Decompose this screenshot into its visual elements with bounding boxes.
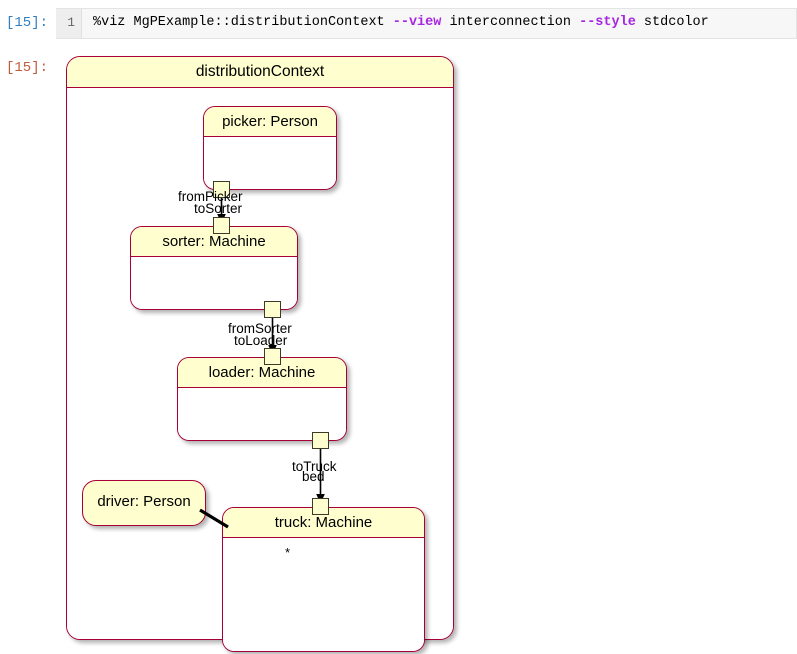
node-driver-label: driver: Person [97, 493, 191, 510]
connector-driver-to-truck [199, 508, 234, 536]
node-sorter-body [131, 257, 297, 309]
node-loader[interactable]: loader: Machine [177, 357, 347, 441]
edge-label-fromSorter: fromSorter [228, 321, 292, 336]
output-prompt-label: [15]: [6, 60, 49, 76]
node-driver[interactable]: driver: Person [82, 480, 206, 526]
interconnection-diagram: distributionContext picker: Person sorte… [0, 44, 797, 654]
code-token-flag-view: --view [392, 15, 442, 30]
line-number: 1 [67, 15, 75, 30]
code-token-flag-style: --style [579, 15, 636, 30]
node-sorter[interactable]: sorter: Machine [130, 226, 298, 310]
edge-label-toSorter: toSorter [194, 201, 243, 216]
edge-label-bed: bed [302, 469, 325, 484]
code-editor[interactable]: 1 %viz MgPExample::distributionContext -… [56, 8, 797, 39]
node-loader-body [178, 388, 346, 440]
code-token-view-value: interconnection [441, 15, 580, 30]
port-sorter-fromSorter[interactable] [264, 301, 281, 318]
code-token-style-value: stdcolor [635, 15, 709, 30]
code-line-1[interactable]: %viz MgPExample::distributionContext --v… [93, 15, 709, 30]
node-truck-multiplicity: * [285, 545, 291, 560]
node-truck[interactable]: truck: Machine * [222, 507, 425, 652]
node-picker-body [204, 137, 336, 189]
line-number-gutter: 1 [56, 9, 82, 38]
input-prompt-label: [15]: [6, 15, 49, 31]
node-truck-body: * [223, 538, 424, 651]
node-picker-label: picker: Person [204, 107, 336, 137]
edge-label-toTruck: toTruck [292, 459, 337, 474]
package-title: distributionContext [67, 57, 453, 88]
port-loader-toLoader[interactable] [264, 348, 281, 365]
port-sorter-toSorter[interactable] [213, 217, 230, 234]
code-token-command: %viz MgPExample::distributionContext [93, 15, 393, 30]
port-loader-toTruck[interactable] [312, 432, 329, 449]
node-truck-label: truck: Machine [223, 508, 424, 538]
notebook-input-cell: [15]: 1 %viz MgPExample::distributionCon… [0, 0, 797, 44]
edge-label-fromPicker: fromPicker [178, 189, 243, 204]
edge-label-toLoader: toLoader [234, 333, 288, 348]
node-picker[interactable]: picker: Person [203, 106, 337, 190]
port-picker-fromPicker[interactable] [213, 181, 230, 198]
port-truck-bed[interactable] [312, 498, 329, 515]
node-loader-label: loader: Machine [178, 358, 346, 388]
